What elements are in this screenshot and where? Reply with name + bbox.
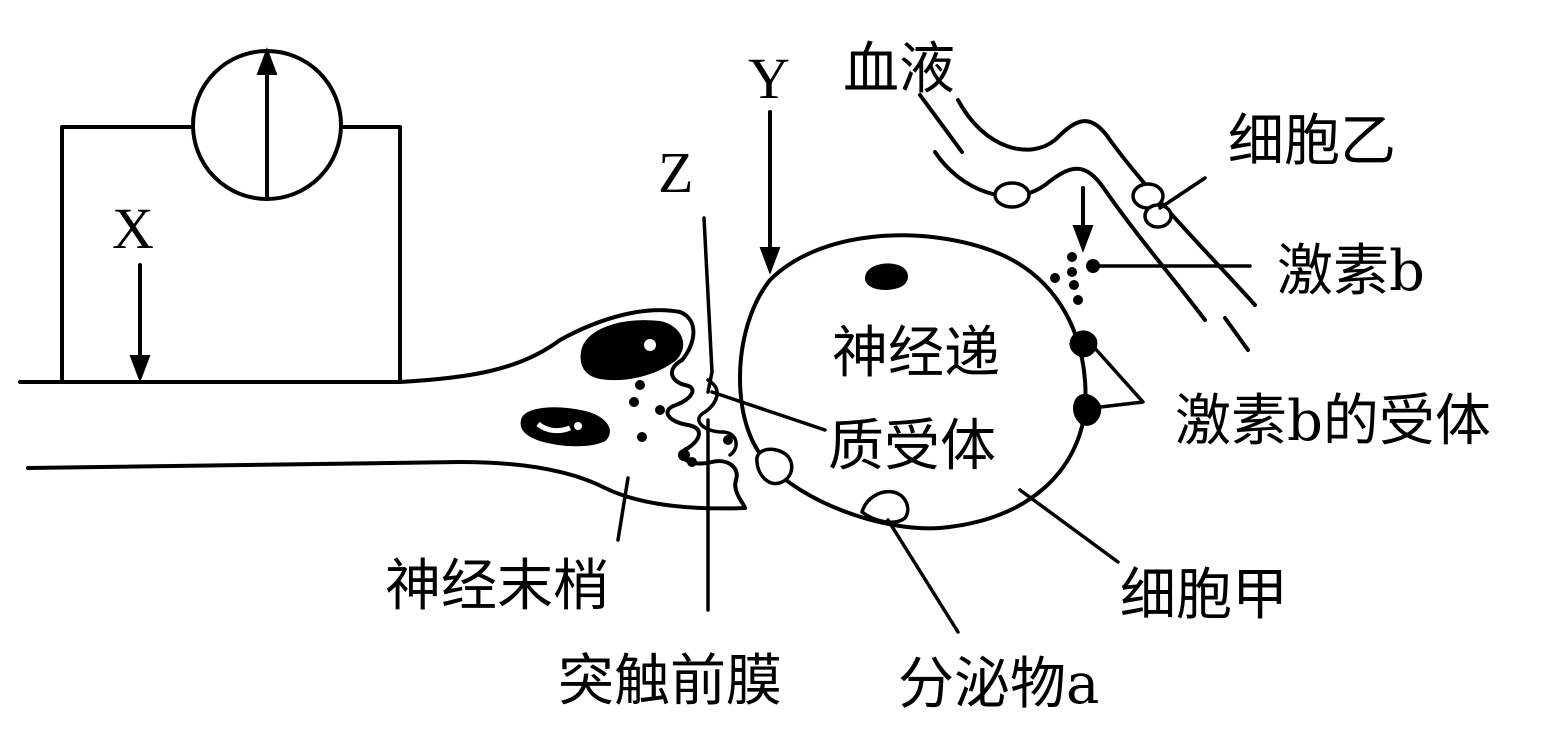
axon-bottom-edge (26, 460, 747, 511)
label-z: Z (658, 140, 693, 205)
vesicle-large (580, 320, 684, 381)
axon-top-edge (18, 308, 696, 384)
hormone-b-dot (1050, 273, 1060, 283)
label-x: X (112, 196, 154, 261)
vesicle-highlight (644, 339, 656, 351)
blood-cell (993, 181, 1031, 209)
label-nt-receptor-line2: 质受体 (828, 414, 996, 479)
label-y: Y (748, 46, 790, 111)
blood-vessel (918, 93, 1257, 352)
vesicle-small-highlight (536, 421, 571, 434)
cell-jia-outline (738, 233, 1088, 531)
arrow-y-head (759, 247, 781, 275)
neurotransmitter-dot (678, 449, 690, 461)
label-secretion-a: 分泌物a (898, 652, 1099, 717)
hormone-b-particles (1050, 252, 1100, 305)
label-nt-receptor-line1: 神经递 (832, 321, 1000, 386)
label-blood: 血液 (843, 37, 955, 102)
vessel-wall-outer (918, 93, 964, 154)
circuit-wire (60, 125, 402, 384)
vessel-wall-inner-gap (1223, 316, 1250, 352)
vessel-wall-inner (933, 150, 1207, 322)
vesicles (520, 320, 733, 467)
leader-secretion-a (886, 518, 960, 634)
neurotransmitter-dot (629, 397, 639, 407)
label-nerve-ending: 神经末梢 (385, 554, 609, 619)
blood-cell (1143, 203, 1173, 229)
leader-nt-receptor (710, 390, 827, 432)
leader-cell-yi (1158, 176, 1207, 210)
vesicle-small (520, 407, 610, 447)
leader-nerve-ending (616, 476, 630, 542)
neurotransmitter-dot (635, 380, 645, 390)
neurotransmitter-dot (687, 457, 697, 467)
leader-hormone-b-receptor (1090, 343, 1145, 410)
synaptic-cleft-fold (697, 378, 738, 457)
label-hormone-b: 激素b (1277, 239, 1425, 304)
secretion-a-bump (859, 489, 910, 524)
leader-z (702, 216, 714, 394)
axon (18, 308, 747, 511)
neurotransmitter-dot (637, 432, 647, 442)
cell-jia-nucleus (865, 263, 908, 290)
galvanometer-circuit (60, 47, 402, 384)
leader-lines (616, 176, 1252, 634)
hormone-b-dot (1073, 295, 1083, 305)
hormone-b-dot (1067, 252, 1077, 262)
label-hormone-b-receptor: 激素b的受体 (1175, 389, 1491, 454)
leader-cell-jia (1018, 488, 1120, 564)
neurotransmitter-dot (655, 405, 665, 415)
arrows (129, 110, 1094, 383)
hormone-b-dot (1069, 280, 1079, 290)
label-cell-jia: 细胞甲 (1120, 563, 1288, 628)
presynaptic-membrane-outline (665, 358, 747, 510)
label-presynaptic-membrane: 突触前膜 (558, 649, 782, 714)
needle-arrowhead (256, 47, 278, 75)
vesicle-small-dot (574, 422, 582, 430)
neurotransmitter-dot (723, 435, 733, 445)
vessel-wall-outer-top (956, 98, 1257, 307)
label-cell-yi: 细胞乙 (1228, 109, 1396, 174)
arrow-secretion-head (1072, 225, 1094, 253)
hormone-b-dot (1067, 267, 1077, 277)
hormone-b-receptor (1069, 330, 1098, 358)
arrow-x-head (129, 355, 151, 383)
hormone-b-receptor (1073, 393, 1102, 426)
nt-receptor-bump (755, 447, 794, 486)
